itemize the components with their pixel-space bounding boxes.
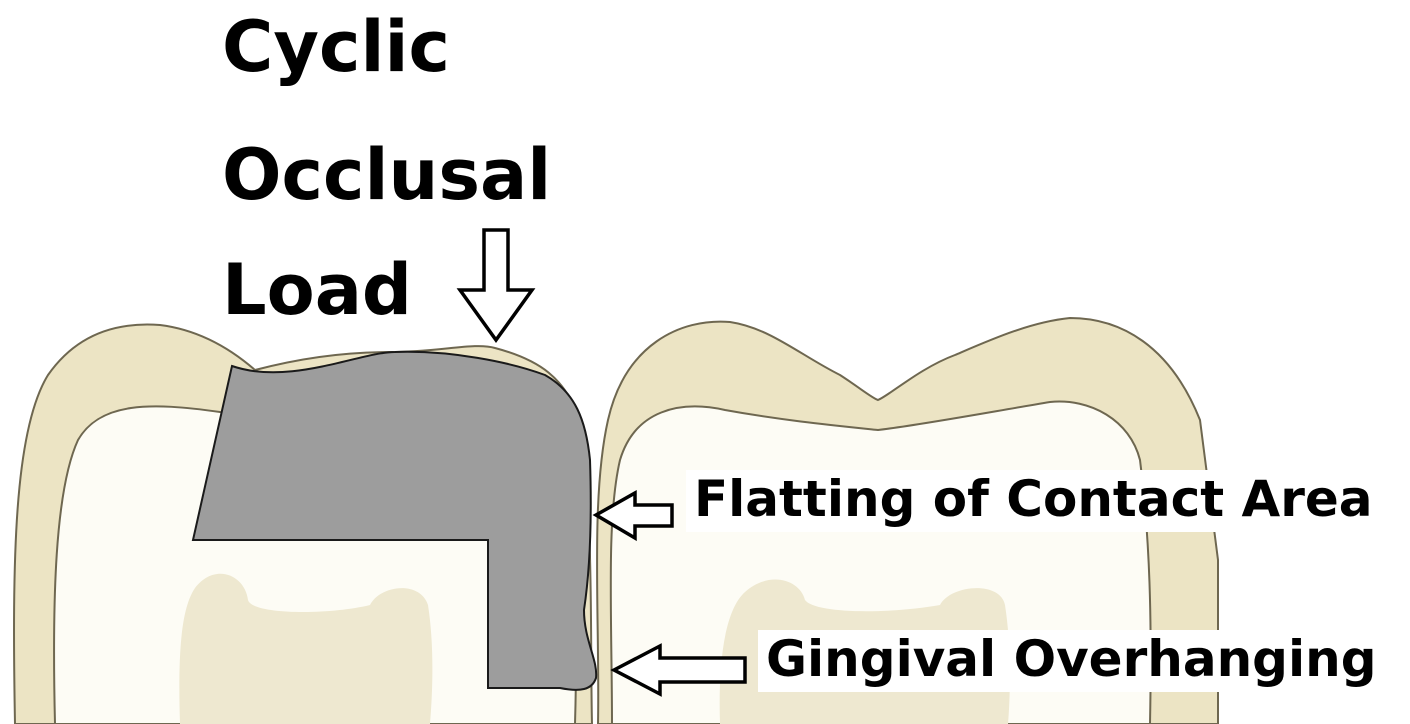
- contact-area-label: Flatting of Contact Area: [686, 470, 1381, 532]
- title-line-occlusal: Occlusal: [222, 140, 551, 210]
- title-line-cyclic: Cyclic: [222, 12, 450, 82]
- load-arrow-icon: [460, 230, 532, 340]
- title-line-load: Load: [222, 255, 412, 325]
- gingival-overhang-label: Gingival Overhanging: [758, 630, 1385, 692]
